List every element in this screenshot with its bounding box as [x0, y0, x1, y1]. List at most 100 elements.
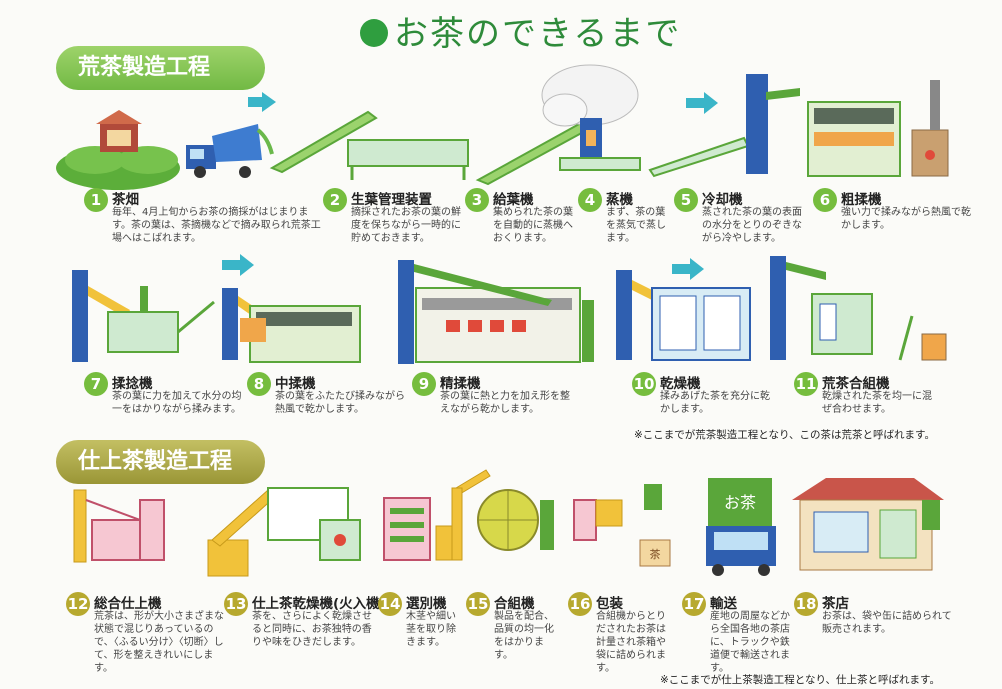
step-desc: 乾燥された茶を均一に混ぜ合わせます。: [822, 391, 932, 415]
section-banner-shiage: 仕上茶製造工程: [56, 440, 265, 484]
cooling-machine-illustration: [648, 74, 800, 178]
step-name: 中揉機: [275, 376, 316, 392]
step-desc: 摘採されたお茶の葉の鮮度を保ちながら一時的に貯めておきます。: [351, 207, 461, 244]
step-desc: お茶は、袋や缶に詰められて販売されます。: [822, 611, 952, 635]
step-name: 仕上茶乾燥機(火入機): [252, 596, 386, 612]
step-number: 5: [674, 188, 698, 212]
step-number: 6: [813, 188, 837, 212]
step-desc: 合組機からとりだされたお茶は計量され茶箱や袋に詰められます。: [596, 611, 666, 674]
title-text: お茶のできるまで: [394, 14, 682, 54]
step-number: 3: [465, 188, 489, 212]
step-number: 12: [66, 592, 90, 616]
step-name: 給葉機: [493, 192, 534, 208]
step-7: 7 揉捻機 茶の葉に力を加えて水分の均一をはかりながら揉みます。: [84, 372, 244, 432]
step-number: 8: [247, 372, 271, 396]
step-4: 4 蒸機 まず、茶の葉を蒸気で蒸します。: [578, 188, 674, 248]
step-desc: 製品を配合、品質の均一化をはかります。: [494, 611, 554, 661]
step-name: 乾燥機: [660, 376, 701, 392]
step-number: 1: [84, 188, 108, 212]
flow-arrow-icon: [248, 92, 276, 112]
step-10: 10 乾燥機 揉みあげた茶を充分に乾かします。: [632, 372, 782, 432]
step-number: 4: [578, 188, 602, 212]
tea-shop-illustration: [792, 478, 944, 571]
step-name: 総合仕上機: [94, 596, 162, 612]
step-desc: 揉みあげた茶を充分に乾かします。: [660, 391, 770, 415]
step-name: 選別機: [406, 596, 447, 612]
step-name: 荒茶合組機: [822, 376, 890, 392]
step-desc: 荒茶は、形が大小さまざまな状態で混じりあっているので、〈ふるい分け〉〈切断〉して…: [94, 611, 224, 674]
blending-machine-illustration: [770, 256, 947, 361]
section-banner-aracha: 荒茶製造工程: [56, 46, 265, 90]
step-desc: 蒸された茶の葉の表面の水分をとりのぞきながら冷やします。: [702, 207, 802, 244]
secondary-roller-illustration: [222, 254, 361, 363]
step-desc: まず、茶の葉を蒸気で蒸します。: [606, 207, 666, 244]
step-name: 揉捻機: [112, 376, 153, 392]
tea-field-illustration: [56, 110, 180, 190]
step-desc: 茶を、さらによく乾燥させると同時に、お茶独特の香りや味をひきだします。: [252, 611, 372, 648]
step-name: 茶畑: [112, 192, 139, 208]
shiage-note: ※ここまでが仕上茶製造工程となり、仕上茶と呼ばれます。: [660, 674, 941, 686]
step-14: 14 選別機 木茎や細い茎を取り除きます。: [378, 592, 468, 652]
step-desc: 強い力で揉みながら熱風で乾かします。: [841, 207, 971, 231]
step-6: 6 粗揉機 強い力で揉みながら熱風で乾かします。: [813, 188, 973, 248]
step-name: 包装: [596, 596, 623, 612]
step-number: 11: [794, 372, 818, 396]
step-16: 16 包装 合組機からとりだされたお茶は計量され茶箱や袋に詰められます。: [568, 592, 678, 674]
step-number: 17: [682, 592, 706, 616]
blender-drum-illustration: [451, 469, 554, 561]
step-number: 14: [378, 592, 402, 616]
step-name: 合組機: [494, 596, 535, 612]
step-12: 12 総合仕上機 荒茶は、形が大小さまざまな状態で混じりあっているので、〈ふるい…: [66, 592, 228, 674]
sorting-machine-illustration: [383, 497, 453, 561]
step-name: 蒸機: [606, 192, 633, 208]
steamer-illustration: [541, 64, 641, 171]
step-18: 18 茶店 お茶は、袋や缶に詰められて販売されます。: [794, 592, 964, 652]
step-8: 8 中揉機 茶の葉をふたたび揉みながら熱風で乾かします。: [247, 372, 407, 432]
delivery-truck-illustration: お茶: [706, 478, 776, 576]
green-dot-icon: [360, 18, 388, 47]
step-number: 7: [84, 372, 108, 396]
step-desc: 茶の葉に力を加えて水分の均一をはかりながら揉みます。: [112, 391, 242, 415]
step-name: 生葉管理装置: [351, 192, 432, 208]
step-name: 精揉機: [440, 376, 481, 392]
step-desc: 茶の葉をふたたび揉みながら熱風で乾かします。: [275, 391, 405, 415]
step-13: 13 仕上茶乾燥機(火入機) 茶を、さらによく乾燥させると同時に、お茶独特の香り…: [224, 592, 386, 652]
step-desc: 茶の葉に熱と力を加え形を整えながら乾かします。: [440, 391, 570, 415]
step-name: 冷却機: [702, 192, 743, 208]
step-name: 茶店: [822, 596, 849, 612]
primary-roller-illustration: [807, 80, 949, 177]
dump-truck-illustration: [186, 124, 274, 178]
step-5: 5 冷却機 蒸された茶の葉の表面の水分をとりのぞきながら冷やします。: [674, 188, 814, 248]
dryer-illustration: [616, 258, 751, 361]
step-9: 9 精揉機 茶の葉に熱と力を加え形を整えながら乾かします。: [412, 372, 572, 432]
step-number: 13: [224, 592, 248, 616]
rolling-machine-illustration: [72, 270, 215, 362]
aracha-note: ※ここまでが荒茶製造工程となり、この茶は荒茶と呼ばれます。: [634, 429, 936, 441]
step-3: 3 給葉機 集められた茶の葉を自動的に蒸機へおくります。: [465, 188, 575, 248]
step-2: 2 生葉管理装置 摘採されたお茶の葉の鮮度を保ちながら一時的に貯めておきます。: [323, 188, 463, 248]
step-number: 18: [794, 592, 818, 616]
step-number: 2: [323, 188, 347, 212]
step-11: 11 荒茶合組機 乾燥された茶を均一に混ぜ合わせます。: [794, 372, 944, 432]
step-number: 9: [412, 372, 436, 396]
final-dryer-illustration: [207, 487, 361, 577]
step-17: 17 輸送 産地の周屋などから全国各地の茶店に、トラックや鉄道便で輸送されます。: [682, 592, 792, 674]
step-1: 1 茶畑 毎年、4月上旬からお茶の摘採がはじまります。茶の葉は、茶摘機などで摘み…: [84, 188, 324, 248]
step-number: 15: [466, 592, 490, 616]
packing-machine-illustration: 茶: [573, 484, 671, 567]
step-number: 10: [632, 372, 656, 396]
step-15: 15 合組機 製品を配合、品質の均一化をはかります。: [466, 592, 566, 661]
finishing-machine-illustration: [73, 489, 165, 563]
leaf-storage-machine-illustration: [269, 110, 469, 180]
page-title: お茶のできるまで: [360, 6, 681, 55]
package-label: 茶: [650, 548, 661, 561]
step-name: 粗揉機: [841, 192, 882, 208]
step-desc: 産地の周屋などから全国各地の茶店に、トラックや鉄道便で輸送されます。: [710, 611, 790, 674]
step-desc: 木茎や細い茎を取り除きます。: [406, 611, 456, 648]
step-name: 輸送: [710, 596, 737, 612]
step-number: 16: [568, 592, 592, 616]
truck-sign: お茶: [724, 493, 756, 512]
